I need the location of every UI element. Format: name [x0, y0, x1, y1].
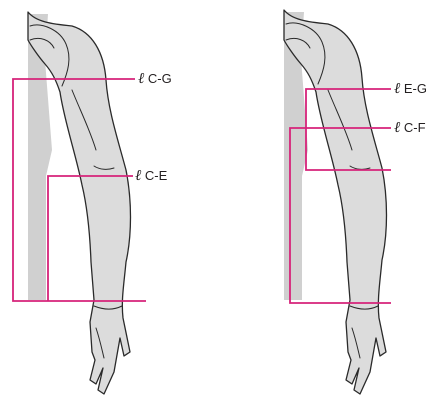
label-c-f: ℓ C-F	[394, 120, 426, 136]
left-panel: ℓ C-G ℓ C-E	[13, 12, 172, 394]
label-e-g: ℓ E-G	[394, 81, 427, 97]
right-panel: ℓ E-G ℓ C-F	[284, 10, 427, 394]
label-c-g: ℓ C-G	[138, 71, 172, 87]
label-c-e: ℓ C-E	[135, 168, 168, 184]
